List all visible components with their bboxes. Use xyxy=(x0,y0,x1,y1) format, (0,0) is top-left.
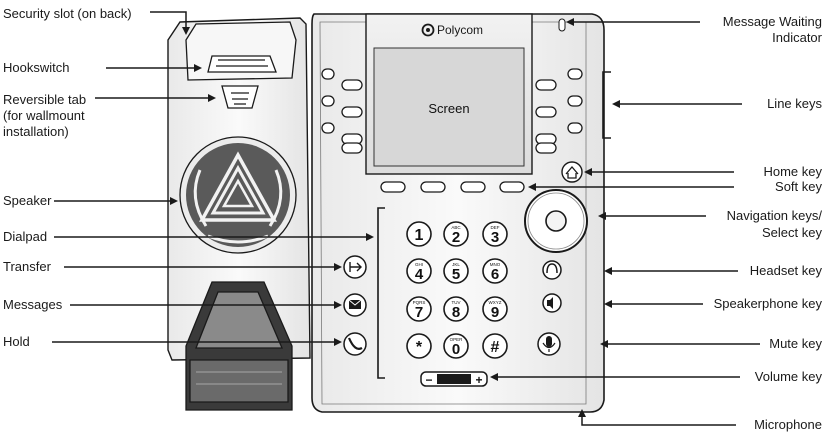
dialpad-key-digit: 0 xyxy=(452,341,460,358)
hold-icon xyxy=(347,337,363,350)
label-headset-key: Headset key xyxy=(750,263,823,278)
screen-label: Screen xyxy=(428,101,469,116)
brand-name: Polycom xyxy=(437,23,483,37)
dialpad-key-letters: MNO xyxy=(490,262,501,267)
dialpad-bracket xyxy=(377,207,385,379)
dialpad-key-digit: 7 xyxy=(415,304,423,321)
callout-lines xyxy=(52,11,760,426)
transfer-icon xyxy=(349,262,362,272)
label-soft-key: Soft key xyxy=(775,179,822,194)
dialpad-key-digit: # xyxy=(491,339,500,356)
volume-plus-label: + xyxy=(475,373,482,387)
speaker-icon xyxy=(547,297,553,309)
line-keys-right[interactable] xyxy=(535,68,583,154)
hookswitch[interactable] xyxy=(185,21,297,81)
label-navigation-2: Select key xyxy=(762,225,822,240)
polycom-logo-icon xyxy=(421,23,435,37)
dialpad-key-letters: ABC xyxy=(451,225,461,230)
microphone-icon xyxy=(546,336,552,347)
label-speaker: Speaker xyxy=(3,193,52,208)
dialpad-key-letters: WXYZ xyxy=(489,300,502,305)
dialpad-key-letters: PQRS xyxy=(413,300,426,305)
label-reversible-tab-3: installation) xyxy=(3,124,69,139)
label-messages: Messages xyxy=(3,297,63,312)
label-dialpad: Dialpad xyxy=(3,229,47,244)
label-message-waiting-1: Message Waiting xyxy=(723,14,822,29)
label-hookswitch: Hookswitch xyxy=(3,60,69,75)
volume-minus-label: − xyxy=(425,373,432,387)
home-icon xyxy=(565,166,579,179)
screen: Polycom Screen xyxy=(365,13,533,175)
label-navigation-1: Navigation keys/ xyxy=(727,208,823,223)
label-security-slot: Security slot (on back) xyxy=(3,6,132,21)
messages-key[interactable] xyxy=(343,293,367,317)
label-home-key: Home key xyxy=(763,164,822,179)
dialpad-key-digit: 8 xyxy=(452,304,460,321)
line-keys-left[interactable] xyxy=(321,68,363,154)
mute-key[interactable] xyxy=(537,332,561,356)
label-reversible-tab-1: Reversible tab xyxy=(3,92,86,107)
label-line-keys: Line keys xyxy=(767,96,822,111)
dialpad-key-letters: JKL xyxy=(452,262,460,267)
dialpad-key-digit: 9 xyxy=(491,304,499,321)
speaker-grille xyxy=(179,136,297,254)
dialpad-key-digit: 5 xyxy=(452,266,460,283)
label-reversible-tab-2: (for wallmount xyxy=(3,108,85,123)
dialpad-key-letters: DEF xyxy=(491,225,500,230)
label-hold: Hold xyxy=(3,334,30,349)
select-key[interactable] xyxy=(545,210,567,232)
headset-key[interactable] xyxy=(542,260,562,280)
reversible-tab xyxy=(221,85,259,109)
handset-clip xyxy=(185,281,293,411)
label-message-waiting-2: Indicator xyxy=(772,30,823,45)
soft-keys[interactable] xyxy=(380,181,525,193)
label-speakerphone-key: Speakerphone key xyxy=(714,296,823,311)
dialpad-key-letters: GHI xyxy=(415,262,423,267)
dialpad-key-digit: 3 xyxy=(491,229,499,246)
dialpad-key-digit: 6 xyxy=(491,266,499,283)
dialpad-key-1[interactable]: 1 xyxy=(406,221,432,247)
label-transfer: Transfer xyxy=(3,259,52,274)
label-microphone: Microphone xyxy=(754,417,822,432)
line-keys-bracket xyxy=(602,71,611,139)
speakerphone-key[interactable] xyxy=(542,293,562,313)
home-key[interactable] xyxy=(561,161,583,183)
volume-key[interactable]: − + xyxy=(420,371,488,387)
dialpad-key-digit: 1 xyxy=(415,227,424,244)
label-mute-key: Mute key xyxy=(769,336,822,351)
dialpad-key-star[interactable]: * xyxy=(406,333,432,359)
dialpad-key-letters: TUV xyxy=(452,300,461,305)
headset-icon xyxy=(546,263,558,274)
dialpad-key-digit: 2 xyxy=(452,229,460,246)
transfer-key[interactable] xyxy=(343,255,367,279)
label-volume-key: Volume key xyxy=(755,369,823,384)
dialpad-key-letters: OPER xyxy=(450,337,464,342)
dialpad-key-pound[interactable]: # xyxy=(482,333,508,359)
navigation-keys[interactable] xyxy=(524,189,588,253)
hold-key[interactable] xyxy=(343,332,367,356)
dialpad-key-digit: 4 xyxy=(415,266,424,283)
dialpad-key-digit: * xyxy=(416,339,423,356)
message-waiting-indicator xyxy=(558,18,566,32)
